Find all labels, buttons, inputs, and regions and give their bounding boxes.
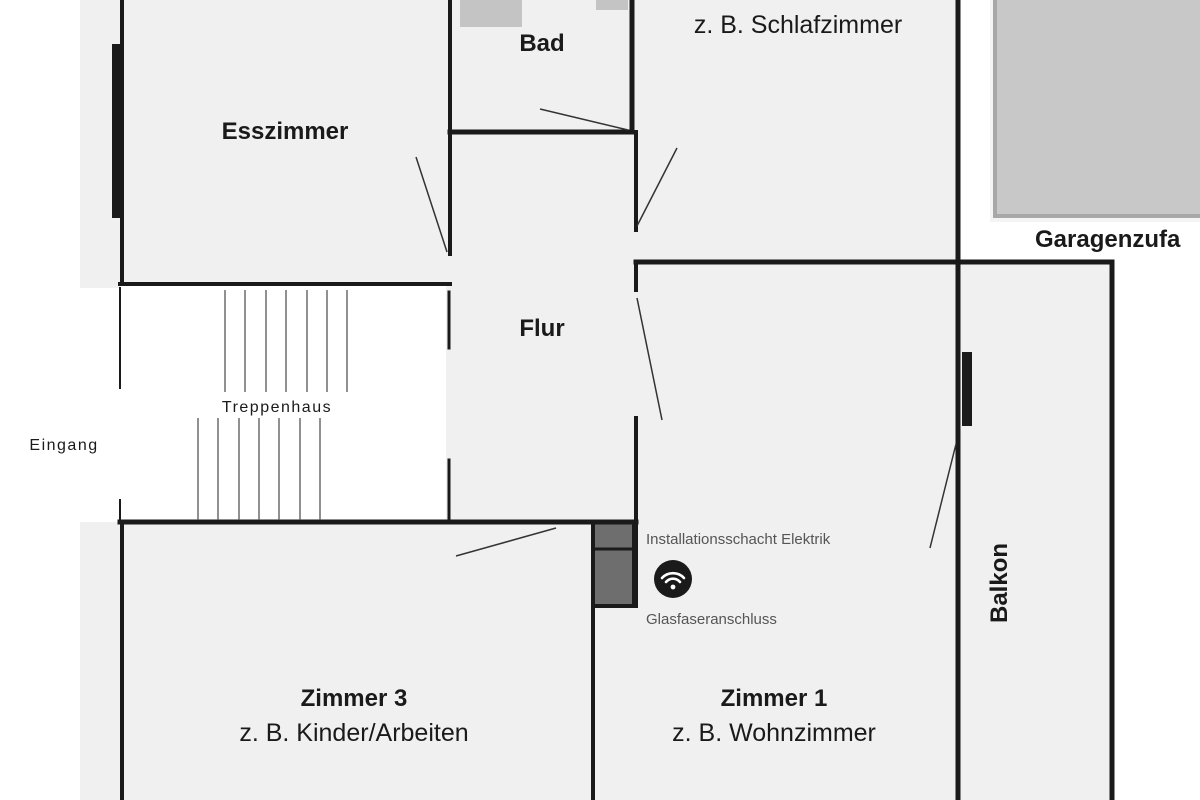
room-label-zimmer1: Zimmer 1: [721, 685, 828, 712]
floor-left-strip-bottom: [80, 522, 120, 800]
room-label-esszimmer: Esszimmer: [222, 118, 349, 145]
stairs: [197, 290, 348, 520]
installation-label: Installationsschacht Elektrik: [646, 531, 831, 548]
walls: [117, 0, 1115, 800]
garage-block: [993, 0, 1200, 218]
room-subtitle-schlafzimmer: z. B. Schlafzimmer: [694, 11, 902, 39]
window-esszimmer: [112, 44, 122, 218]
room-subtitle-zimmer1: z. B. Wohnzimmer: [672, 719, 876, 747]
door-swings: [415, 108, 957, 557]
glasfaser-label: Glasfaseranschluss: [646, 611, 777, 628]
floor-schlafzimmer: [632, 0, 958, 262]
room-label-bad: Bad: [519, 30, 564, 57]
installation-shaft: [591, 520, 636, 608]
room-label-flur: Flur: [519, 315, 564, 342]
treppenhaus-label: Treppenhaus: [222, 399, 332, 416]
floor-zimmer3: [120, 522, 593, 800]
garage-label: Garagenzufa: [1035, 226, 1181, 253]
floor-treppenhaus: [120, 288, 446, 522]
bath-fixture-left: [460, 0, 522, 27]
floor-esszimmer: [120, 0, 450, 284]
room-label-balkon: Balkon: [986, 543, 1013, 623]
bath-fixture-right: [596, 0, 628, 10]
floor-zimmer1: [593, 262, 958, 800]
window-balkon: [962, 352, 972, 426]
room-label-zimmer3: Zimmer 3: [301, 685, 408, 712]
eingang-label: Eingang: [29, 437, 98, 454]
room-subtitle-zimmer3: z. B. Kinder/Arbeiten: [239, 719, 468, 747]
wifi-icon: [654, 560, 692, 598]
floor-balkon: [958, 262, 1112, 800]
